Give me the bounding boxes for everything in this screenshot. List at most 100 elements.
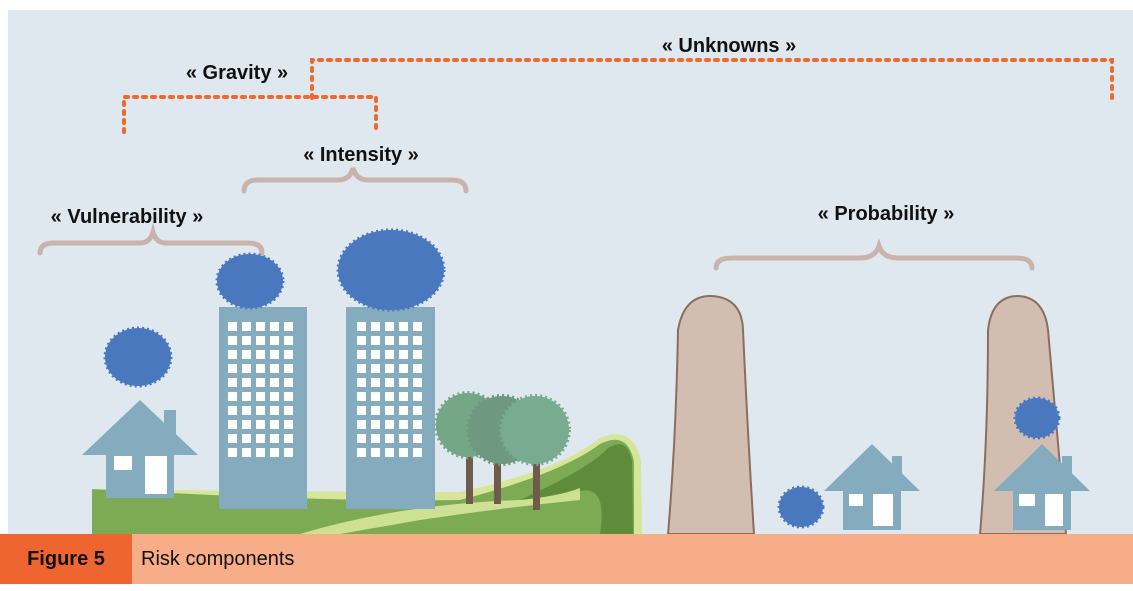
building-window — [256, 322, 265, 331]
building-window — [385, 378, 394, 387]
house-left — [82, 400, 198, 498]
building-window — [413, 392, 422, 401]
building-window — [357, 420, 366, 429]
figure-number: Figure 5 — [0, 534, 132, 584]
building-window — [385, 336, 394, 345]
building-window — [413, 406, 422, 415]
building-window — [413, 350, 422, 359]
intensity-brace — [241, 167, 469, 194]
figure-caption: Figure 5 Risk components — [0, 534, 1133, 584]
building-window — [228, 392, 237, 401]
building-window — [256, 378, 265, 387]
tree-right — [499, 394, 571, 510]
building-window — [399, 336, 408, 345]
house-right — [994, 444, 1090, 530]
building-window — [270, 364, 279, 373]
building-window — [371, 406, 380, 415]
vulnerability-label: « Vulnerability » — [51, 206, 204, 228]
building-window — [413, 322, 422, 331]
building-window — [242, 420, 251, 429]
building-window — [242, 434, 251, 443]
building-window — [399, 364, 408, 373]
building-window — [270, 392, 279, 401]
building-window — [371, 322, 380, 331]
building-window — [399, 378, 408, 387]
building-window — [385, 364, 394, 373]
building-window — [228, 420, 237, 429]
cloud-on-rock — [1013, 396, 1061, 440]
building-window — [357, 392, 366, 401]
building-window — [242, 448, 251, 457]
building-window — [371, 350, 380, 359]
building-window — [399, 406, 408, 415]
building-window — [284, 336, 293, 345]
building-window — [357, 350, 366, 359]
cloud-over-right-building — [336, 228, 446, 312]
building-window — [357, 434, 366, 443]
building-window — [413, 364, 422, 373]
vulnerability-brace — [37, 222, 265, 256]
building-window — [357, 406, 366, 415]
unknowns-dotted-bracket — [310, 58, 1114, 100]
building-window — [256, 434, 265, 443]
gravity-label: « Gravity » — [186, 62, 288, 84]
building-window — [242, 364, 251, 373]
building-window — [242, 406, 251, 415]
building-left — [219, 307, 307, 509]
house-middle — [824, 444, 920, 530]
building-window — [284, 420, 293, 429]
building-window — [256, 350, 265, 359]
building-window — [228, 448, 237, 457]
building-window — [385, 448, 394, 457]
building-window — [357, 448, 366, 457]
building-window — [256, 448, 265, 457]
building-window — [413, 420, 422, 429]
cloud-over-house — [103, 326, 173, 388]
building-window — [284, 448, 293, 457]
building-window — [399, 350, 408, 359]
building-window — [242, 350, 251, 359]
hill-highlight — [300, 488, 580, 534]
building-window — [228, 364, 237, 373]
figure-title: Risk components — [141, 547, 295, 570]
building-window — [385, 322, 394, 331]
building-window — [284, 406, 293, 415]
building-window — [357, 336, 366, 345]
building-window — [242, 378, 251, 387]
building-window — [256, 392, 265, 401]
building-window — [284, 350, 293, 359]
building-window — [270, 322, 279, 331]
intensity-label: « Intensity » — [303, 144, 419, 166]
building-window — [256, 420, 265, 429]
building-window — [270, 406, 279, 415]
building-window — [371, 420, 380, 429]
building-window — [228, 434, 237, 443]
probability-label: « Probability » — [818, 203, 955, 225]
building-window — [284, 434, 293, 443]
building-window — [242, 322, 251, 331]
building-window — [371, 364, 380, 373]
building-window — [371, 336, 380, 345]
building-window — [284, 322, 293, 331]
sky-background — [8, 10, 1133, 534]
building-right — [346, 307, 435, 509]
building-window — [385, 420, 394, 429]
probability-brace — [713, 238, 1035, 271]
building-window — [385, 406, 394, 415]
building-window — [399, 448, 408, 457]
building-window — [242, 336, 251, 345]
building-window — [399, 322, 408, 331]
building-window — [270, 378, 279, 387]
unknowns-label: « Unknowns » — [662, 35, 796, 57]
building-window — [399, 434, 408, 443]
building-window — [413, 434, 422, 443]
building-window — [357, 364, 366, 373]
rock-left — [666, 294, 756, 535]
building-window — [228, 336, 237, 345]
building-window — [413, 336, 422, 345]
building-window — [357, 322, 366, 331]
cloud-on-ground — [777, 485, 825, 529]
building-window — [270, 350, 279, 359]
building-window — [357, 378, 366, 387]
